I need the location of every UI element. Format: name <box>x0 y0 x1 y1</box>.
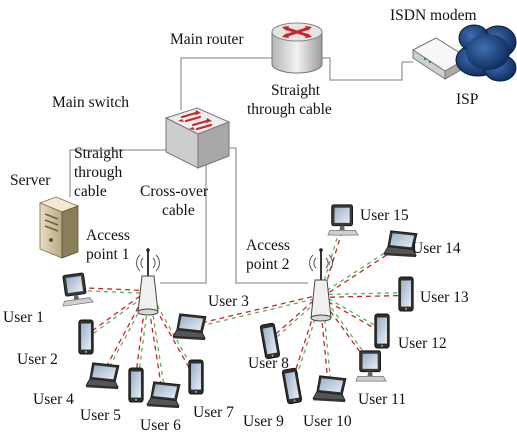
user-9-tablet-icon <box>281 367 303 405</box>
wireless-link-user-5 <box>133 291 151 386</box>
straight-through-cable-left-label-line3: cable <box>74 183 107 200</box>
server-icon <box>38 196 80 259</box>
user-1-label: User 1 <box>3 309 44 326</box>
isp-label: ISP <box>456 91 478 108</box>
wireless-link-user-1 <box>76 286 149 295</box>
user-7-label: User 7 <box>193 404 234 421</box>
wireless-link-user-4 <box>101 291 150 377</box>
user-1-desktop-icon <box>58 271 94 307</box>
user-5-label: User 5 <box>80 407 121 424</box>
user-9-label: User 9 <box>243 413 284 430</box>
access-point-1-label-line2: point 1 <box>86 246 130 263</box>
main-router-label: Main router <box>170 31 244 48</box>
user-13-label: User 13 <box>420 289 469 306</box>
user-3-label: User 3 <box>208 293 249 310</box>
cable-router-modem <box>322 57 413 81</box>
access-point-1-icon <box>136 248 160 316</box>
user-6-laptop-icon <box>146 381 181 409</box>
wireless-link-user-14 <box>319 242 403 298</box>
user-4-laptop-icon <box>85 362 120 390</box>
wireless-link-user-10 <box>318 295 333 390</box>
cable-switch-ap2 <box>228 147 308 284</box>
user-2-label: User 2 <box>17 351 58 368</box>
cable-switch-router <box>180 57 272 110</box>
user-3-laptop-icon <box>172 313 207 341</box>
wireless-link-user-3 <box>189 294 322 329</box>
user-15-desktop-icon <box>327 204 359 236</box>
wireless-link-user-13 <box>320 291 407 299</box>
cable-switch-ap1 <box>160 152 207 284</box>
user-11-desktop-icon <box>355 350 387 382</box>
wireless-link-user-9 <box>290 295 323 387</box>
user-14-label: User 14 <box>412 240 461 257</box>
main-switch-label: Main switch <box>52 94 129 111</box>
user-13-tablet-icon <box>398 276 414 312</box>
straight-through-cable-top-label-line2: through cable <box>247 101 332 118</box>
user-5-tablet-icon <box>128 367 144 403</box>
user-7-tablet-icon <box>188 359 204 395</box>
wired-cables <box>69 57 413 284</box>
server-label: Server <box>10 172 51 189</box>
user-4-label: User 4 <box>33 391 74 408</box>
cross-over-cable-label-line2: cable <box>162 202 195 219</box>
straight-through-cable-left-label-line1: Straight <box>74 145 124 162</box>
isp-cloud-icon <box>455 24 517 82</box>
user-2-tablet-icon <box>78 319 94 355</box>
user-12-label: User 12 <box>398 335 447 352</box>
labels: Main router ISDN modem ISP Straight thro… <box>3 7 478 432</box>
user-10-laptop-icon <box>312 375 347 403</box>
access-point-2-label-line1: Access <box>246 237 290 254</box>
cable-switch-server <box>69 149 166 197</box>
main-switch-icon <box>164 107 231 169</box>
main-router-icon <box>271 22 323 74</box>
user-15-label: User 15 <box>360 207 409 224</box>
user-8-label: User 8 <box>248 355 289 372</box>
user-10-label: User 10 <box>303 413 352 430</box>
user-12-tablet-icon <box>374 313 390 349</box>
straight-through-cable-left-label-line2: through <box>74 164 122 181</box>
access-point-2-label-line2: point 2 <box>246 256 290 273</box>
user-11-label: User 11 <box>358 391 406 408</box>
cross-over-cable-label-line1: Cross-over <box>140 183 209 200</box>
user-6-label: User 6 <box>140 417 181 432</box>
wireless-link-user-2 <box>84 290 150 339</box>
wireless-link-user-12 <box>319 294 384 333</box>
access-point-1-label-line1: Access <box>86 227 130 244</box>
access-point-2-icon <box>309 248 333 322</box>
isdn-modem-label: ISDN modem <box>390 7 477 24</box>
user-8-tablet-icon <box>259 322 281 360</box>
straight-through-cable-top-label-line1: Straight <box>271 82 321 99</box>
